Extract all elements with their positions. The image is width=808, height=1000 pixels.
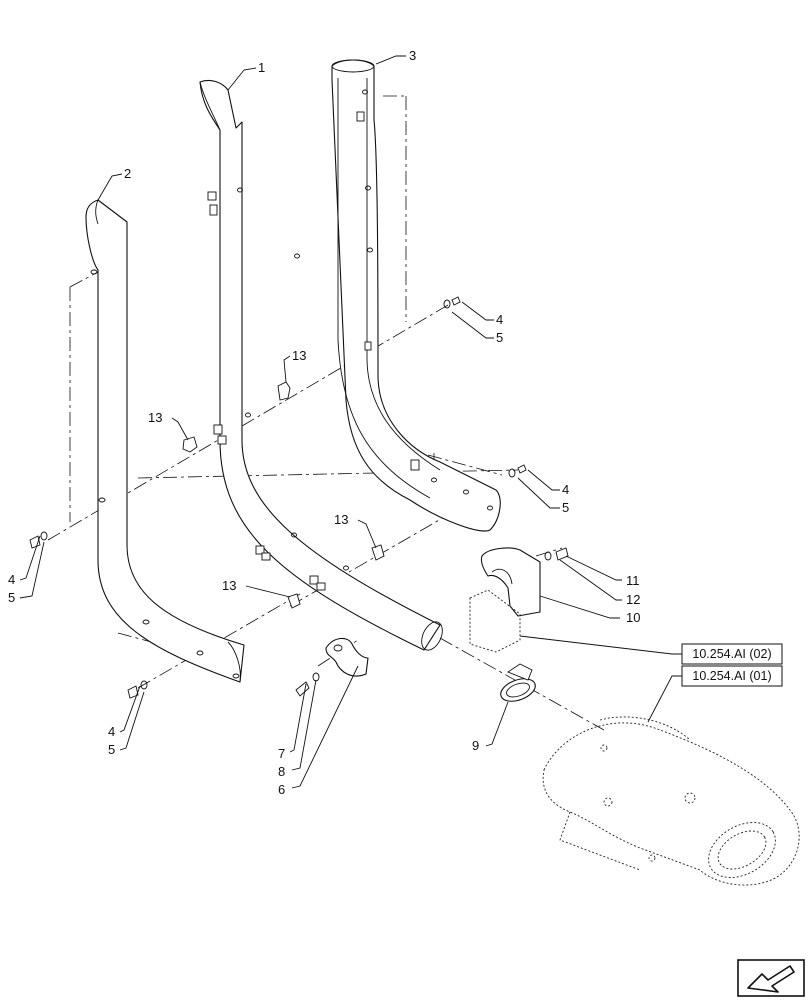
callout-13-left: 13 xyxy=(148,410,162,425)
clamp-9 xyxy=(500,663,536,702)
clips-13 xyxy=(182,381,385,609)
exhaust-assembly-ghost xyxy=(542,716,800,886)
callout-13-lower: 13 xyxy=(222,578,236,593)
reference-label-01: 10.254.AI (01) xyxy=(692,669,771,683)
stack-pipe-2 xyxy=(85,199,245,683)
callout-labels: 1 2 3 4 5 4 5 4 5 4 5 6 7 8 9 10 11 12 1… xyxy=(8,48,640,797)
bracket-10 xyxy=(480,547,569,617)
reference-bracket-ghost xyxy=(469,589,521,653)
leader-lines xyxy=(19,55,682,789)
callout-10: 10 xyxy=(626,610,640,625)
callout-4-left: 4 xyxy=(8,572,15,587)
callout-11: 11 xyxy=(626,573,640,588)
callout-6: 6 xyxy=(278,782,285,797)
callout-5-right: 5 xyxy=(562,500,569,515)
callout-9: 9 xyxy=(472,738,479,753)
callout-8: 8 xyxy=(278,764,285,779)
callout-4-right: 4 xyxy=(562,482,569,497)
callout-12: 12 xyxy=(626,592,640,607)
callout-7: 7 xyxy=(278,746,285,761)
callout-4-top: 4 xyxy=(496,312,503,327)
stack-pipe-1 xyxy=(199,79,443,651)
reference-label-02: 10.254.AI (02) xyxy=(692,647,771,661)
callout-2: 2 xyxy=(124,166,131,181)
arrow-back-icon[interactable] xyxy=(737,959,805,997)
callout-13-upper: 13 xyxy=(292,348,306,363)
callout-5-bottom: 5 xyxy=(108,742,115,757)
fasteners-4-5 xyxy=(29,296,527,699)
callout-3: 3 xyxy=(409,48,416,63)
callout-4-bottom: 4 xyxy=(108,724,115,739)
callout-1: 1 xyxy=(258,60,265,75)
reference-link-02[interactable]: 10.254.AI (02) xyxy=(681,643,783,665)
callout-13-middle: 13 xyxy=(334,512,348,527)
alignment-lines xyxy=(47,95,605,731)
heat-shield-3 xyxy=(331,59,501,532)
callout-5-top: 5 xyxy=(496,330,503,345)
reference-link-01[interactable]: 10.254.AI (01) xyxy=(681,665,783,687)
callout-5-left: 5 xyxy=(8,590,15,605)
